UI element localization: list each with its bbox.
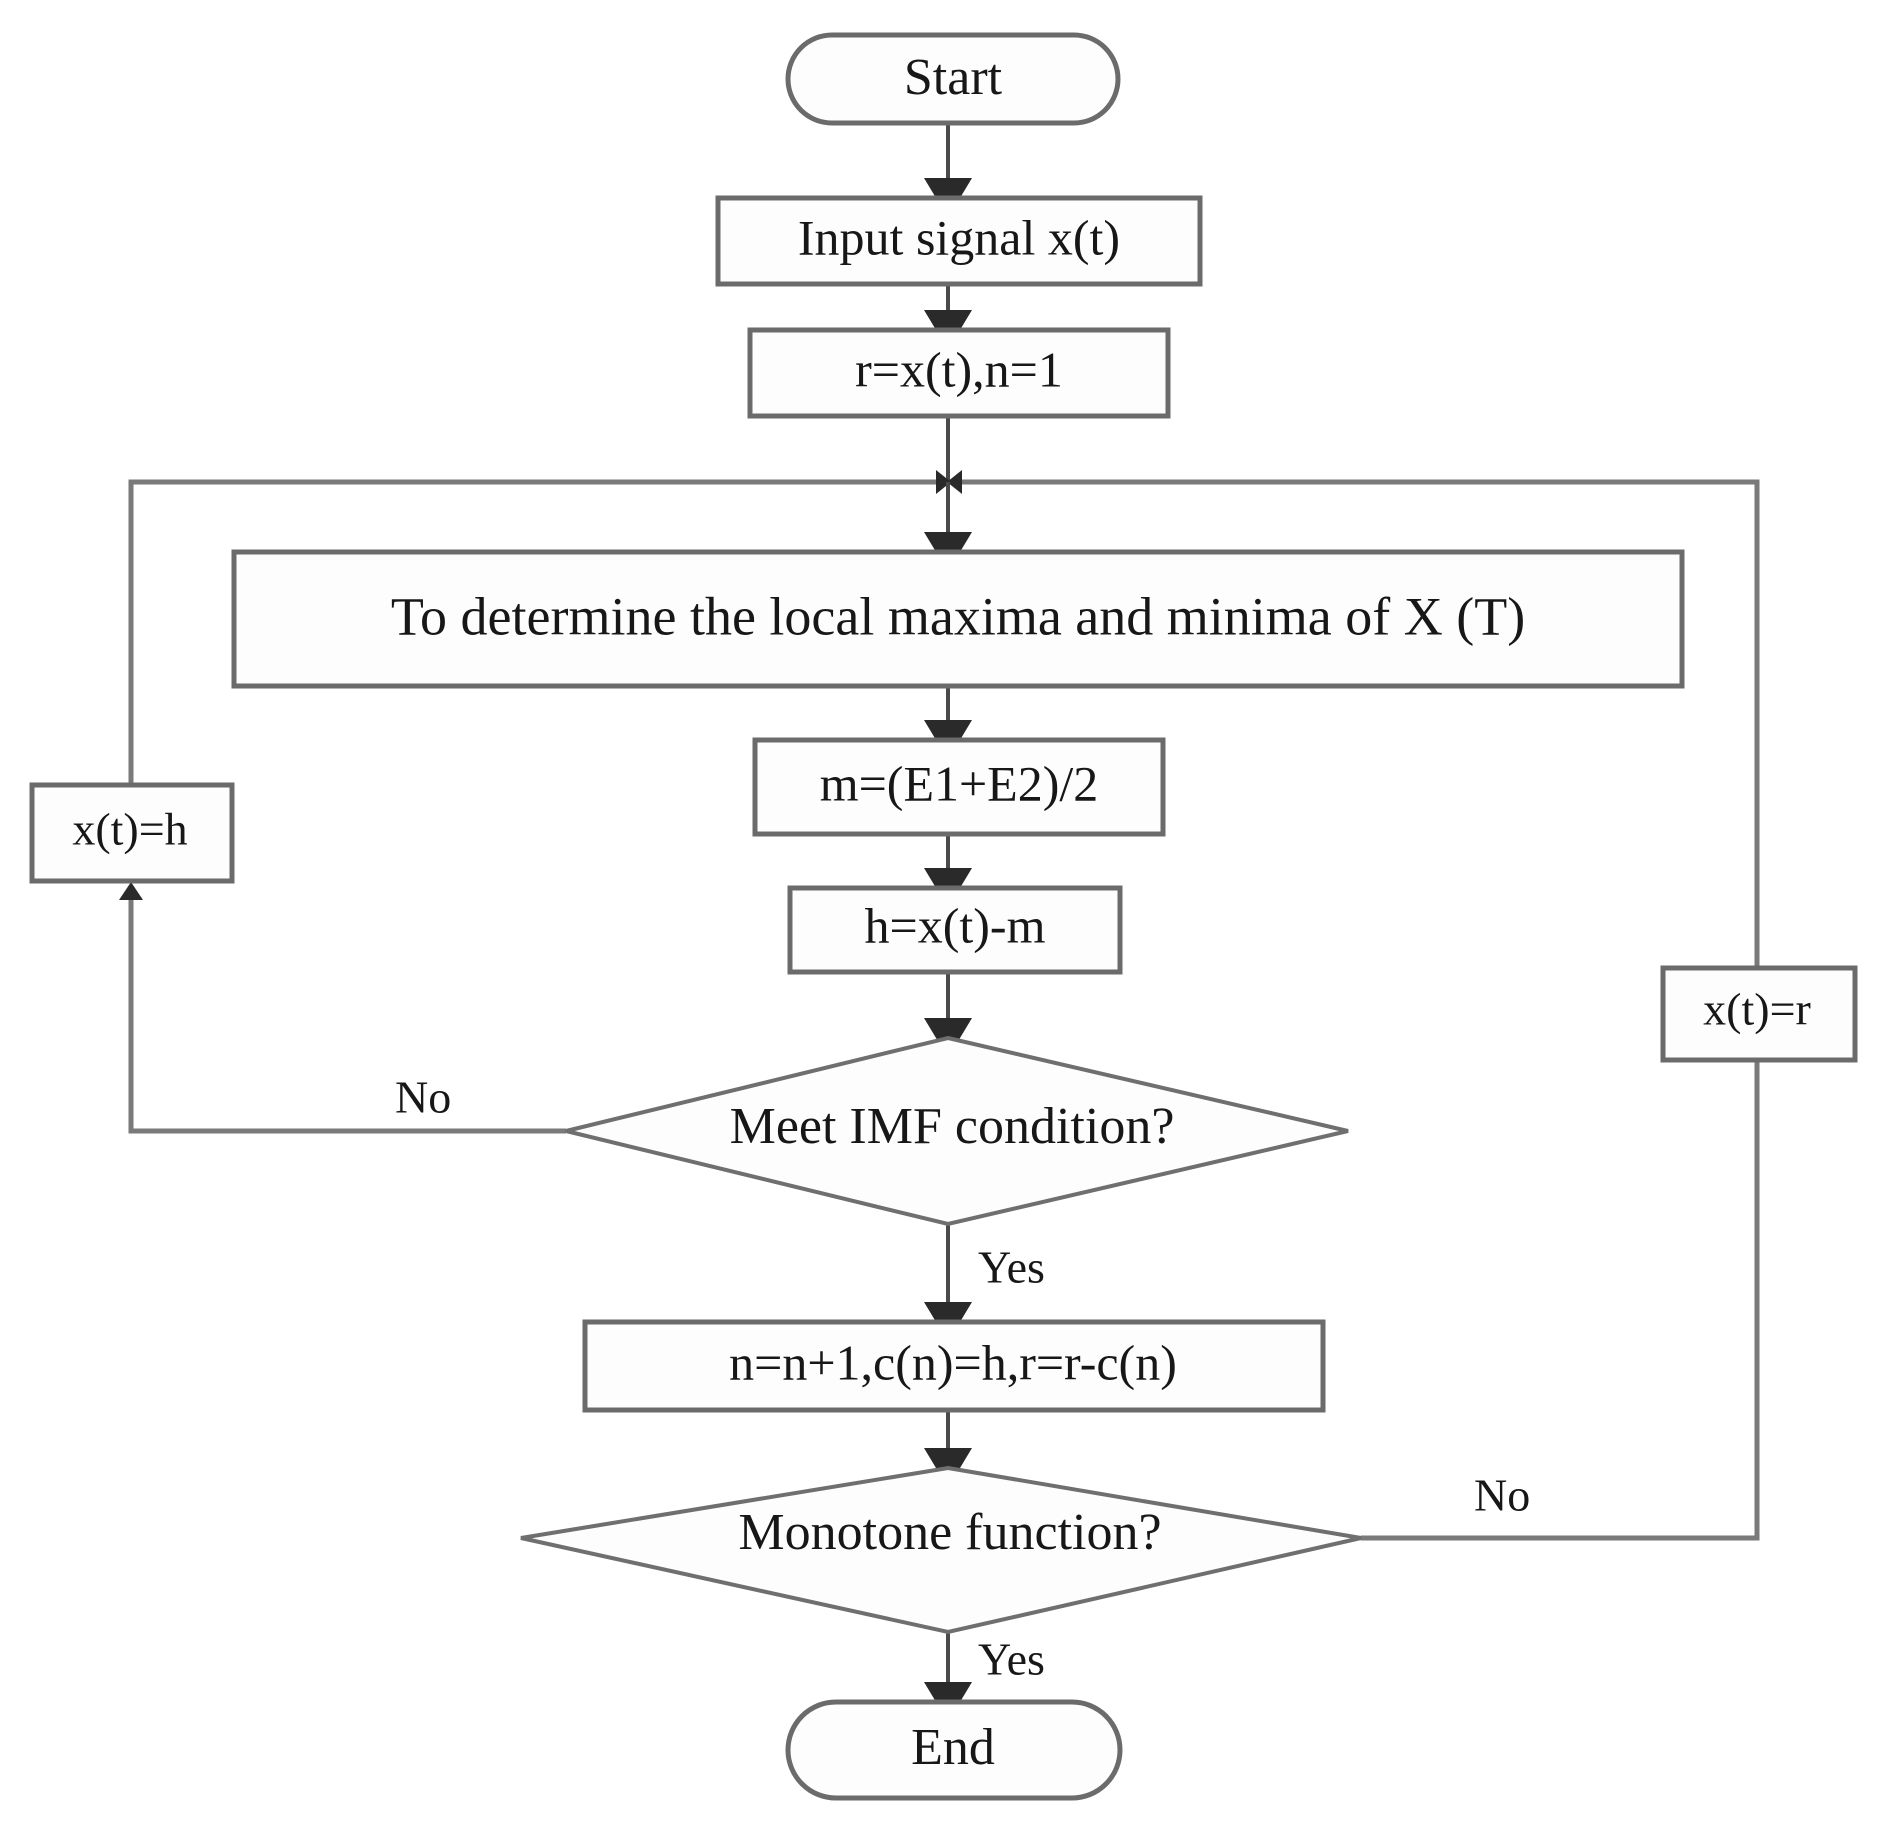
node-assign-r[interactable]: x(t)=r: [1660, 965, 1858, 1063]
node-start[interactable]: Start: [785, 32, 1121, 126]
node-assign-h[interactable]: x(t)=h: [29, 782, 235, 884]
node-monotone-decision[interactable]: Monotone function?: [520, 1465, 1362, 1635]
node-update-label: n=n+1,c(n)=h,r=r-c(n): [729, 1334, 1177, 1390]
assign-h-arrowhead: [119, 882, 143, 900]
edge-label-monotone-yes: Yes: [978, 1634, 1045, 1685]
node-start-label: Start: [904, 49, 1003, 106]
node-input-signal[interactable]: Input signal x(t): [715, 195, 1203, 287]
node-extrema[interactable]: To determine the local maxima and minima…: [231, 549, 1685, 689]
node-input-signal-label: Input signal x(t): [798, 209, 1120, 265]
node-update[interactable]: n=n+1,c(n)=h,r=r-c(n): [582, 1319, 1326, 1413]
node-imf-decision[interactable]: Meet IMF condition?: [565, 1035, 1349, 1227]
node-init[interactable]: r=x(t),n=1: [747, 327, 1171, 419]
merge-arrowhead-right: [947, 470, 962, 494]
node-assign-r-label: x(t)=r: [1703, 984, 1811, 1035]
node-assign-h-label: x(t)=h: [72, 804, 187, 855]
edge-label-monotone-no: No: [1474, 1470, 1530, 1521]
edge-label-imf-no: No: [395, 1072, 451, 1123]
node-extrema-label: To determine the local maxima and minima…: [391, 586, 1525, 646]
node-init-label: r=x(t),n=1: [855, 341, 1063, 397]
node-detail-label: h=x(t)-m: [865, 897, 1046, 953]
node-monotone-decision-label: Monotone function?: [738, 1504, 1161, 1561]
edge-assign-r-to-merge: [947, 470, 1760, 968]
merge-arrowhead-left: [936, 470, 951, 494]
node-imf-decision-label: Meet IMF condition?: [730, 1098, 1175, 1155]
edge-label-imf-yes: Yes: [978, 1242, 1045, 1293]
node-end[interactable]: End: [785, 1699, 1123, 1801]
edge-imf-no-to-assign-h: [119, 882, 566, 1134]
node-detail[interactable]: h=x(t)-m: [787, 885, 1123, 975]
node-mean[interactable]: m=(E1+E2)/2: [752, 737, 1166, 837]
node-end-label: End: [911, 1719, 995, 1776]
edge-assign-h-to-merge: [128, 470, 951, 785]
edge-monotone-no-to-assign-r: [1361, 1042, 1769, 1541]
node-mean-label: m=(E1+E2)/2: [820, 755, 1099, 811]
